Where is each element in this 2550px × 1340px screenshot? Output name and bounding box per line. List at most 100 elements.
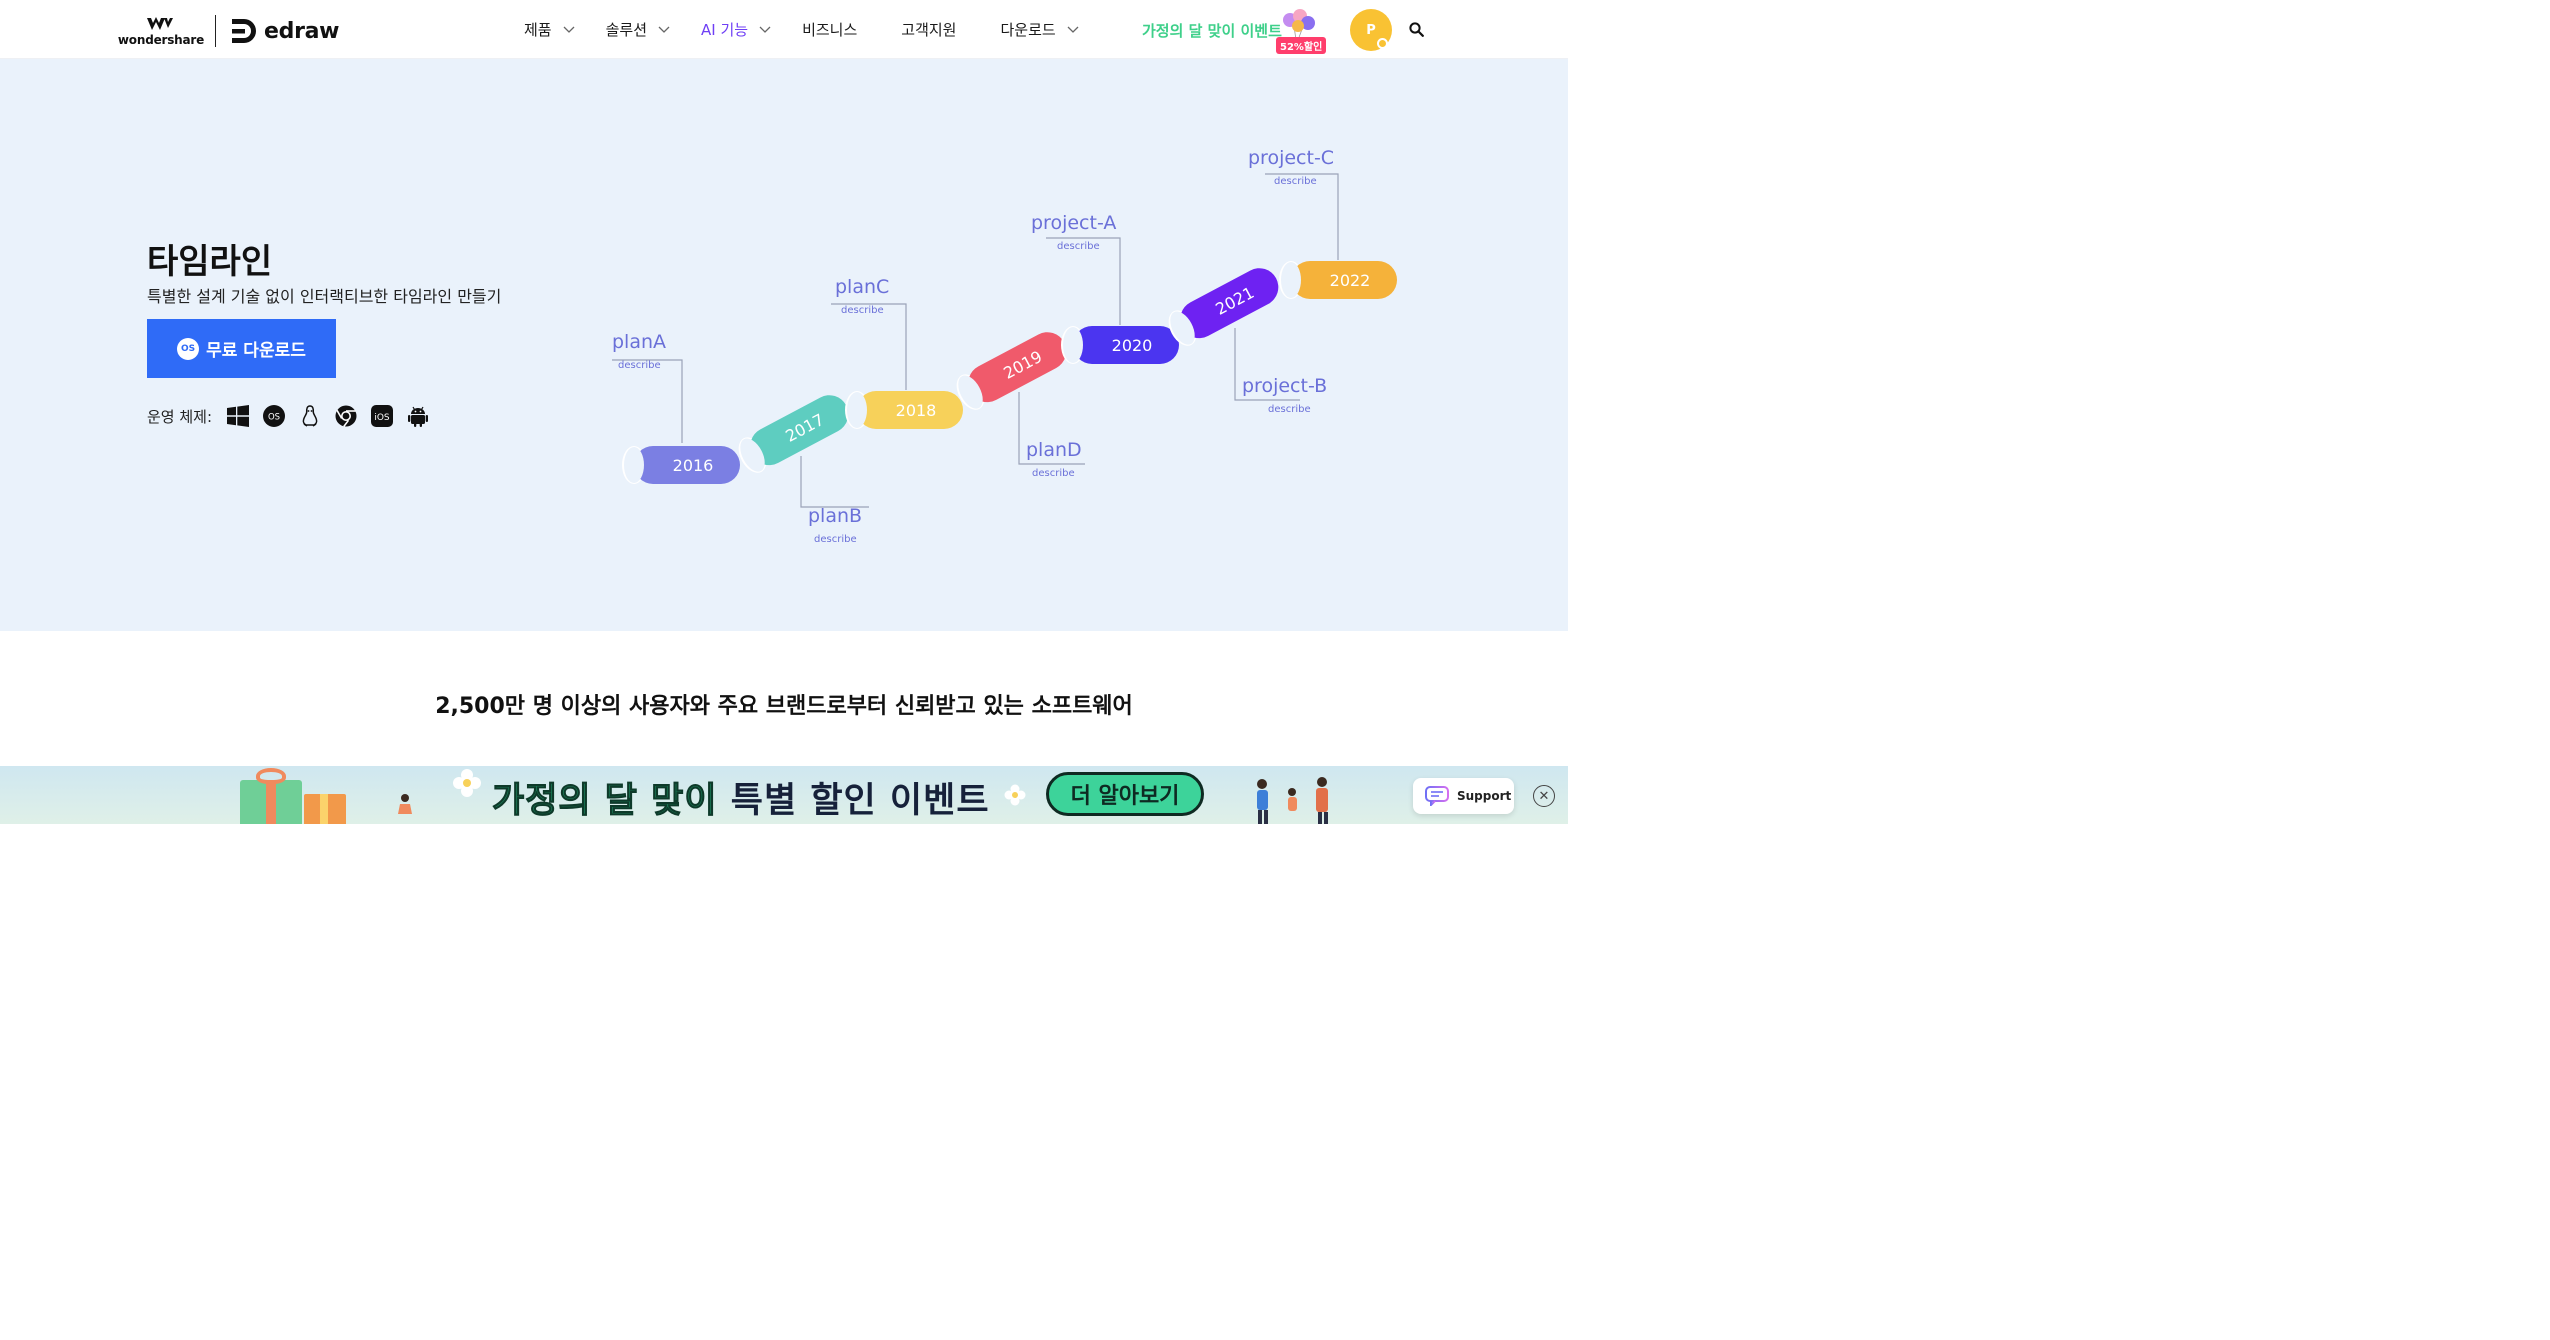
timeline-segment-hole bbox=[740, 438, 765, 472]
timeline-connector bbox=[800, 456, 869, 508]
nav-business[interactable]: 비즈니스 bbox=[802, 19, 857, 40]
chevron-down-icon bbox=[1067, 26, 1079, 33]
nav-label: AI 기능 bbox=[701, 21, 749, 39]
chevron-down-icon bbox=[563, 26, 575, 33]
nav-label: 제품 bbox=[524, 21, 552, 39]
timeline-segment-hole bbox=[1063, 327, 1083, 363]
timeline-year: 2022 bbox=[1330, 271, 1371, 290]
linux-icon[interactable] bbox=[298, 404, 322, 428]
svg-text:iOS: iOS bbox=[374, 413, 390, 423]
chevron-down-icon bbox=[759, 26, 771, 33]
os-label: 운영 체제: bbox=[147, 407, 213, 426]
support-label: Support bbox=[1457, 789, 1512, 803]
windows-icon[interactable] bbox=[226, 404, 250, 428]
logo[interactable]: wondershare edraw bbox=[118, 14, 340, 48]
family-illustration-icon bbox=[1257, 777, 1328, 824]
timeline-describe: describe bbox=[618, 360, 661, 371]
timeline-year: 2018 bbox=[896, 401, 937, 420]
timeline-segment-hole bbox=[847, 392, 867, 428]
download-label: 무료 다운로드 bbox=[206, 341, 306, 361]
gift-bow bbox=[256, 768, 286, 784]
timeline-describe: describe bbox=[1057, 241, 1100, 252]
timeline-connector bbox=[1018, 392, 1085, 465]
timeline-segment-hole bbox=[1281, 262, 1301, 298]
wondershare-wordmark: wondershare bbox=[117, 32, 205, 47]
timeline-connector bbox=[831, 303, 907, 390]
timeline-describe: describe bbox=[1268, 404, 1311, 415]
learn-more-label: 더 알아보기 bbox=[1070, 784, 1180, 809]
wondershare-mark-icon bbox=[147, 16, 173, 30]
timeline-label: planB bbox=[808, 505, 862, 527]
timeline-pill bbox=[857, 391, 963, 429]
nav-label: 고객지원 bbox=[901, 21, 957, 39]
timeline-segment-2020: 2020 bbox=[1061, 326, 1179, 364]
child-figure-icon bbox=[398, 794, 412, 814]
main-nav: 제품 솔루션 AI 기능 비즈니스 고객지원 다운로드 bbox=[524, 0, 1079, 59]
os-list: 운영 체제: OS iOS bbox=[147, 404, 442, 428]
close-glyph: ✕ bbox=[1538, 788, 1550, 804]
timeline-pill bbox=[1073, 326, 1179, 364]
macos-icon: OS bbox=[177, 337, 200, 360]
learn-more-button[interactable]: 더 알아보기 bbox=[1046, 772, 1204, 816]
nav-download[interactable]: 다운로드 bbox=[1000, 19, 1079, 40]
page-title: 타임라인 bbox=[147, 242, 273, 282]
timeline-label: planC bbox=[835, 276, 889, 298]
avatar-status-dot bbox=[1377, 38, 1388, 49]
timeline-describe: describe bbox=[1032, 468, 1075, 479]
nav-products[interactable]: 제품 bbox=[524, 19, 575, 40]
timeline-label: project-B bbox=[1242, 375, 1327, 397]
nav-label: 솔루션 bbox=[605, 21, 648, 39]
timeline-pill bbox=[1180, 268, 1279, 339]
timeline-segment-2019: 2019 bbox=[956, 332, 1067, 410]
macos-icon[interactable]: OS bbox=[262, 404, 286, 428]
timeline-segment-hole bbox=[1170, 311, 1195, 345]
timeline-connector bbox=[1234, 328, 1300, 401]
nav-label: 비즈니스 bbox=[802, 21, 858, 39]
chevron-down-icon bbox=[658, 26, 670, 33]
event-link[interactable]: 가정의 달 맞이 이벤트 bbox=[1142, 22, 1282, 40]
search-icon[interactable] bbox=[1409, 22, 1424, 37]
sale-badge: 52%할인 bbox=[1276, 37, 1327, 54]
timeline-connector bbox=[1046, 237, 1121, 325]
timeline-segment-2016: 2016 bbox=[622, 446, 740, 484]
ios-icon[interactable]: iOS bbox=[370, 404, 394, 428]
nav-support[interactable]: 고객지원 bbox=[901, 19, 956, 40]
close-icon[interactable]: ✕ bbox=[1533, 785, 1555, 807]
timeline-year: 2016 bbox=[673, 456, 714, 475]
timeline-pill bbox=[1291, 261, 1397, 299]
banner-headline: 가정의 달 맞이 특별 할인 이벤트 bbox=[492, 772, 990, 823]
chrome-icon[interactable] bbox=[334, 404, 358, 428]
timeline-label: planA bbox=[612, 331, 666, 353]
balloons-icon bbox=[1283, 9, 1315, 41]
svg-text:OS: OS bbox=[268, 413, 280, 423]
timeline-segment-2022: 2022 bbox=[1279, 261, 1397, 299]
timeline-segment-2017: 2017 bbox=[738, 395, 849, 473]
timeline-label: project-C bbox=[1248, 147, 1334, 169]
gift-ribbon bbox=[266, 780, 276, 824]
timeline-pill bbox=[634, 446, 740, 484]
flower-icon bbox=[453, 769, 481, 797]
timeline-pill bbox=[750, 395, 849, 466]
timeline-illustration: 2016 planA describe 2017 planB describe 2018 pl… bbox=[612, 147, 1397, 545]
nav-solutions[interactable]: 솔루션 bbox=[606, 19, 670, 40]
nav-label: 다운로드 bbox=[1000, 21, 1056, 39]
nav-ai-features[interactable]: AI 기능 bbox=[701, 19, 771, 40]
gift-ribbon bbox=[320, 794, 328, 824]
timeline-describe: describe bbox=[1274, 176, 1317, 187]
avatar-initial: P bbox=[1366, 22, 1376, 38]
site-header: wondershare edraw 제품 솔루션 AI 기능 비즈니스 고객지 bbox=[0, 0, 1568, 59]
flower-icon bbox=[1004, 784, 1026, 806]
edraw-logo[interactable]: edraw bbox=[229, 16, 340, 46]
banner-text-part2: 특별 할인 이벤트 bbox=[730, 781, 990, 821]
timeline-label: planD bbox=[1026, 439, 1082, 461]
page-subtitle: 특별한 설계 기술 없이 인터랙티브한 타임라인 만들기 bbox=[147, 287, 502, 306]
wondershare-logo[interactable]: wondershare bbox=[118, 16, 204, 47]
free-download-button[interactable]: OS 무료 다운로드 bbox=[147, 319, 336, 378]
android-icon[interactable] bbox=[406, 404, 430, 428]
timeline-segment-2018: 2018 bbox=[845, 391, 963, 429]
banner-text-part1: 가정의 달 맞이 bbox=[492, 781, 718, 822]
timeline-pill bbox=[968, 332, 1067, 403]
support-button[interactable]: Support bbox=[1413, 778, 1514, 814]
promo-banner[interactable]: 가정의 달 맞이 특별 할인 이벤트 더 알아보기 bbox=[0, 766, 1568, 824]
timeline-connector bbox=[1265, 173, 1339, 260]
